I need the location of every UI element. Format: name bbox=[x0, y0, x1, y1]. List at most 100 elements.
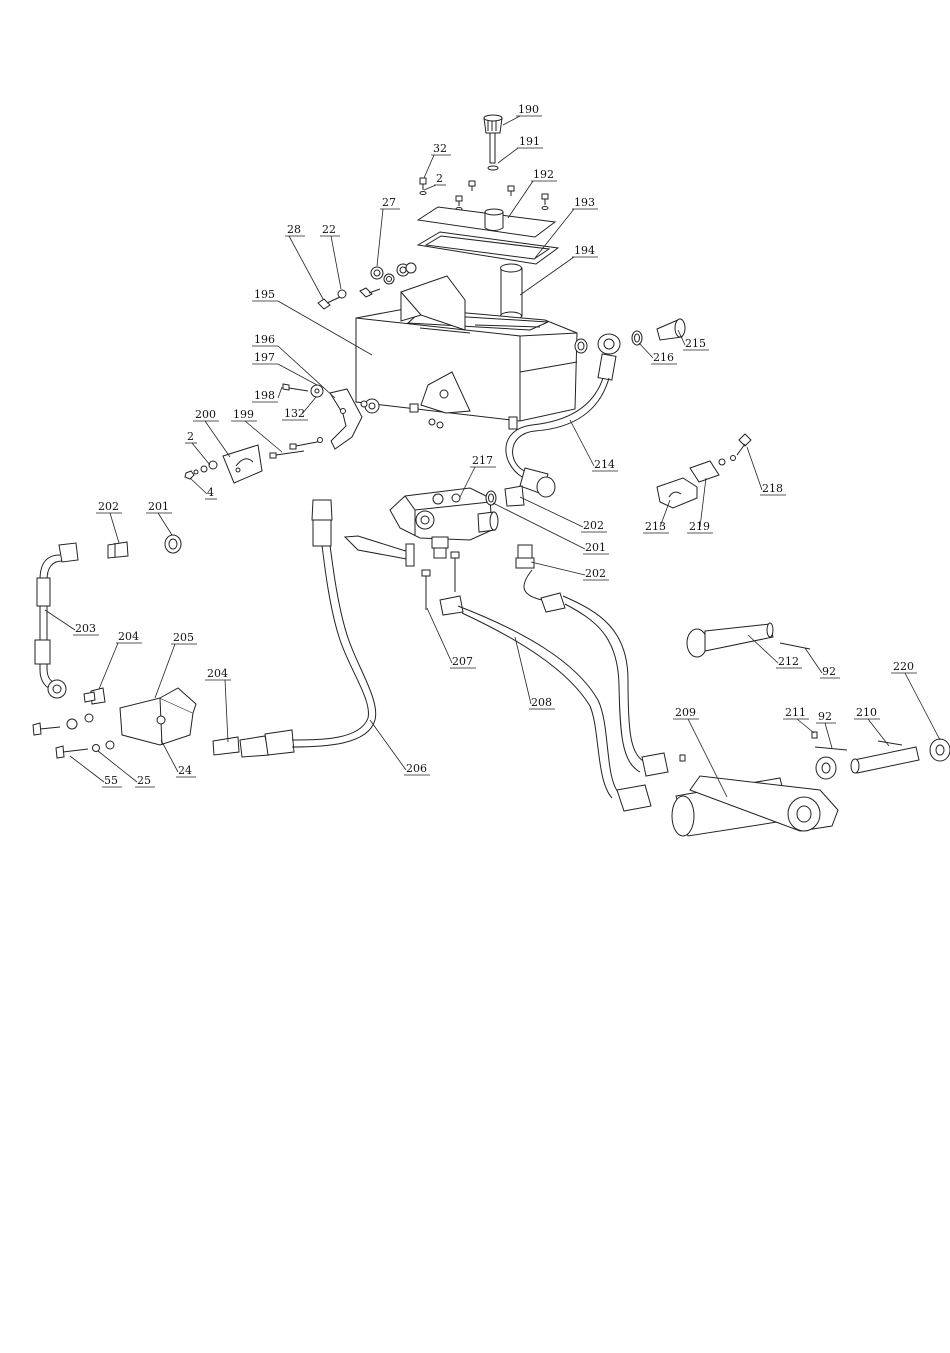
part-number-label: 197 bbox=[254, 351, 275, 364]
callout-198: 198 bbox=[252, 387, 282, 402]
leader-line bbox=[515, 637, 531, 704]
leader-line bbox=[278, 387, 282, 398]
part-number-label: 191 bbox=[519, 135, 540, 148]
part-number-label: 92 bbox=[822, 665, 836, 678]
leader-line bbox=[503, 116, 520, 125]
banjo-bolt-part bbox=[632, 319, 685, 345]
callout-27: 27 bbox=[377, 196, 400, 266]
callout-214: 214 bbox=[570, 420, 618, 471]
callout-55: 55 bbox=[70, 756, 122, 787]
leader-line bbox=[278, 346, 335, 398]
leader-line bbox=[424, 155, 434, 178]
leader-line bbox=[278, 364, 317, 385]
callout-208: 208 bbox=[515, 637, 555, 709]
cylinder-hoses-part bbox=[440, 570, 668, 811]
leader-line bbox=[377, 209, 383, 266]
leader-line bbox=[493, 503, 585, 549]
leader-line bbox=[825, 723, 832, 748]
part-number-label: 214 bbox=[594, 458, 615, 471]
control-valve-part bbox=[345, 488, 498, 566]
callout-204: 204 bbox=[99, 630, 142, 689]
part-number-label: 27 bbox=[382, 196, 396, 209]
leader-line bbox=[155, 644, 175, 698]
part-number-label: 208 bbox=[531, 696, 552, 709]
leader-line bbox=[110, 513, 119, 543]
callout-200: 200 bbox=[193, 408, 230, 457]
part-number-label: 24 bbox=[178, 764, 192, 777]
leader-line bbox=[797, 719, 814, 733]
leader-line bbox=[531, 562, 585, 575]
part-number-label: 28 bbox=[287, 223, 301, 236]
callout-202: 202 bbox=[520, 497, 607, 532]
callout-28: 28 bbox=[285, 223, 323, 299]
callout-211: 211 bbox=[783, 706, 814, 733]
leader-line bbox=[570, 420, 594, 466]
part-number-label: 200 bbox=[195, 408, 216, 421]
part-number-label: 198 bbox=[254, 389, 275, 402]
suction-filter-part bbox=[501, 264, 523, 320]
part-number-label: 22 bbox=[322, 223, 336, 236]
o-ring-part bbox=[488, 166, 498, 170]
part-number-label: 216 bbox=[653, 351, 674, 364]
part-number-label: 32 bbox=[433, 142, 447, 155]
callout-216: 216 bbox=[639, 343, 677, 364]
leader-line bbox=[192, 443, 210, 465]
callout-203: 203 bbox=[45, 610, 99, 635]
callout-2: 2 bbox=[185, 430, 210, 465]
long-pin-part bbox=[687, 623, 810, 657]
leader-line bbox=[70, 756, 104, 782]
part-number-label: 25 bbox=[137, 774, 151, 787]
leader-line bbox=[370, 720, 406, 770]
leader-line bbox=[805, 648, 822, 673]
part-number-label: 218 bbox=[762, 482, 783, 495]
long-bolts-part bbox=[270, 438, 323, 459]
part-number-label: 201 bbox=[148, 500, 169, 513]
part-number-label: 212 bbox=[778, 655, 799, 668]
part-number-label: 55 bbox=[104, 774, 118, 787]
part-number-label: 210 bbox=[856, 706, 877, 719]
part-number-label: 220 bbox=[893, 660, 914, 673]
leader-line bbox=[520, 497, 583, 527]
callout-190: 190 bbox=[503, 103, 542, 125]
part-number-label: 207 bbox=[452, 655, 473, 668]
part-number-label: 213 bbox=[645, 520, 666, 533]
leader-line bbox=[424, 185, 436, 190]
tank-gasket-part bbox=[418, 232, 558, 264]
part-number-label: 202 bbox=[98, 500, 119, 513]
leader-line bbox=[158, 513, 172, 535]
leader-line bbox=[225, 680, 228, 742]
leader-line bbox=[190, 478, 207, 494]
callout-205: 205 bbox=[155, 631, 197, 698]
part-number-label: 202 bbox=[583, 519, 604, 532]
part-number-label: 92 bbox=[818, 710, 832, 723]
part-number-label: 202 bbox=[585, 567, 606, 580]
part-number-label: 215 bbox=[685, 337, 706, 350]
leader-line bbox=[99, 643, 118, 689]
part-number-label: 194 bbox=[574, 244, 595, 257]
callout-132: 132 bbox=[282, 397, 316, 420]
leader-line bbox=[427, 608, 452, 663]
callout-92: 92 bbox=[805, 648, 840, 678]
callout-92: 92 bbox=[816, 710, 836, 748]
leader-line bbox=[905, 673, 940, 740]
callout-201: 201 bbox=[146, 500, 172, 535]
leader-line bbox=[205, 421, 230, 457]
filler-cap-part bbox=[484, 115, 502, 163]
part-number-label: 217 bbox=[472, 454, 493, 467]
part-number-label: 219 bbox=[689, 520, 710, 533]
hydraulic-pump-part bbox=[33, 688, 196, 758]
leader-line bbox=[868, 719, 889, 746]
part-number-label: 2 bbox=[187, 430, 194, 443]
callout-202: 202 bbox=[96, 500, 122, 543]
elbow-hose-part bbox=[35, 543, 78, 698]
part-number-label: 209 bbox=[675, 706, 696, 719]
part-number-label: 206 bbox=[406, 762, 427, 775]
callout-24: 24 bbox=[161, 740, 196, 777]
part-number-label: 205 bbox=[173, 631, 194, 644]
callout-4: 4 bbox=[190, 478, 217, 499]
leader-line bbox=[747, 447, 762, 490]
part-number-label: 203 bbox=[75, 622, 96, 635]
part-number-label: 199 bbox=[233, 408, 254, 421]
